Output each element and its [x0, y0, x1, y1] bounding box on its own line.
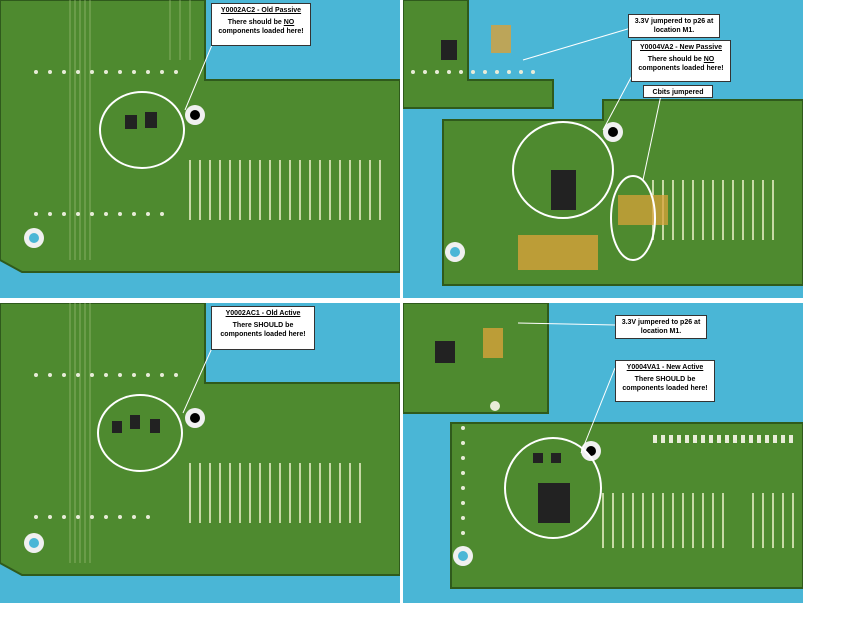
pcb-photo [0, 0, 400, 273]
photo-panel-new-passive: 3.3V jumpered to p26 at location M1. Y00… [403, 0, 803, 298]
callout-new-passive: Y0004VA2 - New Passive There should be N… [631, 40, 731, 82]
callout-old-passive: Y0002AC2 - Old Passive There should be N… [211, 3, 311, 46]
callout-line1: There SHOULD be [634, 376, 696, 383]
callout-title: Y0004VA1 - New Active [626, 364, 704, 371]
callout-title: Y0002AC1 - Old Active [225, 310, 301, 317]
pcb-photo [403, 303, 803, 589]
photo-panel-old-passive: Y0002AC2 - Old Passive There should be N… [0, 0, 400, 298]
callout-jumper-note: 3.3V jumpered to p26 at location M1. [615, 315, 707, 339]
callout-line1-text: There should be [647, 56, 702, 63]
callout-line1: There should be NO [215, 18, 307, 27]
photo-panel-new-active: 3.3V jumpered to p26 at location M1. Y00… [403, 303, 803, 603]
callout-title: Y0002AC2 - Old Passive [220, 7, 302, 14]
callout-emphasis: NO [703, 56, 715, 63]
jumper-note-text: 3.3V jumpered to p26 at location M1. [621, 319, 701, 335]
cbits-note-text: Cbits jumpered [652, 89, 704, 96]
callout-line2: components loaded here! [220, 331, 306, 338]
callout-line1: There should be NO [635, 55, 727, 64]
callout-line1-text: There should be [227, 19, 282, 26]
callout-title: Y0004VA2 - New Passive [640, 44, 722, 51]
pcb-photo [0, 303, 400, 576]
callout-line2: components loaded here! [622, 385, 708, 392]
photo-panel-old-active: Y0002AC1 - Old Active There SHOULD be co… [0, 303, 400, 603]
callout-cbits-note: Cbits jumpered [643, 85, 713, 98]
jumper-note-text: 3.3V jumpered to p26 at location M1. [634, 18, 714, 34]
callout-emphasis: NO [283, 19, 295, 26]
pcb-photo [403, 0, 803, 286]
callout-line1: There SHOULD be [232, 322, 294, 329]
callout-line2: components loaded here! [638, 65, 724, 72]
callout-new-active: Y0004VA1 - New Active There SHOULD be co… [615, 360, 715, 402]
callout-line2: components loaded here! [218, 28, 304, 35]
callout-jumper-note: 3.3V jumpered to p26 at location M1. [628, 14, 720, 38]
callout-old-active: Y0002AC1 - Old Active There SHOULD be co… [211, 306, 315, 350]
